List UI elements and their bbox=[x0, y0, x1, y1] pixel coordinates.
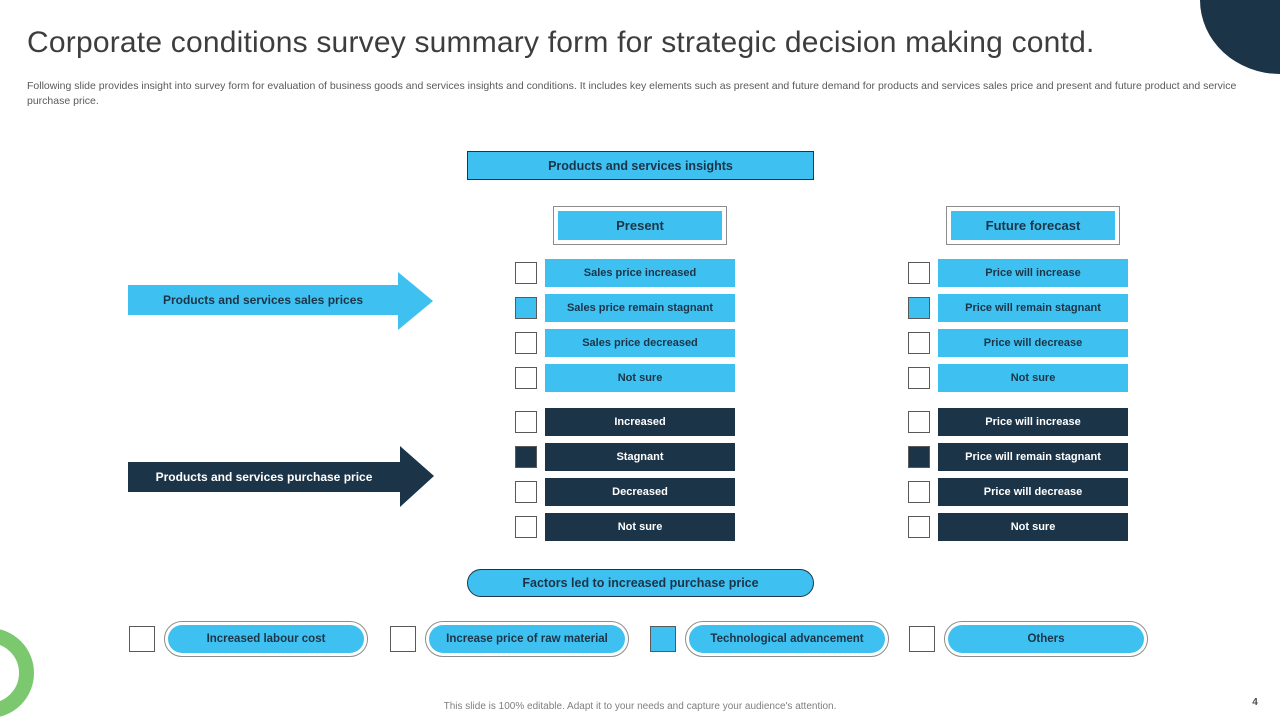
checkbox-sales-future-increase[interactable] bbox=[908, 262, 930, 284]
checkbox-purchase-future-increase[interactable] bbox=[908, 411, 930, 433]
option-label: Price will remain stagnant bbox=[938, 443, 1128, 471]
option-row: Not sure bbox=[908, 364, 1128, 392]
arrow-sales-prices-label: Products and services sales prices bbox=[128, 285, 398, 315]
option-label: Price will increase bbox=[938, 408, 1128, 436]
checkbox-factor-technological-advancement[interactable] bbox=[650, 626, 676, 652]
factor-pill: Increase price of raw material bbox=[425, 621, 629, 657]
page-title: Corporate conditions survey summary form… bbox=[27, 26, 1095, 59]
checkbox-sales-present-stagnant[interactable] bbox=[515, 297, 537, 319]
option-label: Not sure bbox=[545, 513, 735, 541]
option-label: Price will decrease bbox=[938, 329, 1128, 357]
option-label: Decreased bbox=[545, 478, 735, 506]
factor-label: Increased labour cost bbox=[168, 625, 364, 653]
factors-banner: Factors led to increased purchase price bbox=[467, 569, 814, 597]
option-row: Sales price increased bbox=[515, 259, 735, 287]
checkbox-purchase-present-notsure[interactable] bbox=[515, 516, 537, 538]
arrow-head-icon bbox=[400, 446, 434, 507]
option-label: Price will remain stagnant bbox=[938, 294, 1128, 322]
options-sales-future: Price will increase Price will remain st… bbox=[908, 259, 1128, 392]
factor-label: Technological advancement bbox=[689, 625, 885, 653]
corner-decoration bbox=[1200, 0, 1280, 74]
option-row: Stagnant bbox=[515, 443, 735, 471]
factor-others: Others bbox=[909, 621, 1148, 657]
checkbox-purchase-present-decreased[interactable] bbox=[515, 481, 537, 503]
checkbox-sales-present-notsure[interactable] bbox=[515, 367, 537, 389]
option-label: Price will decrease bbox=[938, 478, 1128, 506]
checkbox-sales-present-decreased[interactable] bbox=[515, 332, 537, 354]
checkbox-purchase-future-notsure[interactable] bbox=[908, 516, 930, 538]
option-row: Price will remain stagnant bbox=[908, 443, 1128, 471]
option-row: Sales price remain stagnant bbox=[515, 294, 735, 322]
option-row: Price will decrease bbox=[908, 478, 1128, 506]
option-row: Price will increase bbox=[908, 259, 1128, 287]
checkbox-purchase-present-increased[interactable] bbox=[515, 411, 537, 433]
option-label: Sales price decreased bbox=[545, 329, 735, 357]
checkbox-purchase-future-stagnant[interactable] bbox=[908, 446, 930, 468]
option-label: Not sure bbox=[938, 364, 1128, 392]
option-row: Not sure bbox=[515, 364, 735, 392]
option-label: Sales price increased bbox=[545, 259, 735, 287]
checkbox-sales-future-notsure[interactable] bbox=[908, 367, 930, 389]
checkbox-sales-future-stagnant[interactable] bbox=[908, 297, 930, 319]
checkbox-factor-raw-material[interactable] bbox=[390, 626, 416, 652]
options-purchase-future: Price will increase Price will remain st… bbox=[908, 408, 1128, 541]
column-header-future-label: Future forecast bbox=[951, 211, 1115, 240]
arrow-purchase-price-label: Products and services purchase price bbox=[128, 462, 400, 492]
footer-note: This slide is 100% editable. Adapt it to… bbox=[443, 701, 837, 712]
option-row: Decreased bbox=[515, 478, 735, 506]
checkbox-factor-labour-cost[interactable] bbox=[129, 626, 155, 652]
checkbox-sales-present-increased[interactable] bbox=[515, 262, 537, 284]
option-row: Price will decrease bbox=[908, 329, 1128, 357]
option-row: Not sure bbox=[908, 513, 1128, 541]
column-header-present: Present bbox=[553, 206, 727, 245]
arrow-purchase-price: Products and services purchase price bbox=[128, 446, 434, 507]
factor-pill: Technological advancement bbox=[685, 621, 889, 657]
factor-pill: Others bbox=[944, 621, 1148, 657]
option-row: Sales price decreased bbox=[515, 329, 735, 357]
option-label: Not sure bbox=[938, 513, 1128, 541]
column-header-future: Future forecast bbox=[946, 206, 1120, 245]
checkbox-factor-others[interactable] bbox=[909, 626, 935, 652]
checkbox-purchase-present-stagnant[interactable] bbox=[515, 446, 537, 468]
option-label: Price will increase bbox=[938, 259, 1128, 287]
option-row: Price will remain stagnant bbox=[908, 294, 1128, 322]
factor-raw-material: Increase price of raw material bbox=[390, 621, 629, 657]
factor-label: Others bbox=[948, 625, 1144, 653]
options-purchase-present: Increased Stagnant Decreased Not sure bbox=[515, 408, 735, 541]
factor-technological-advancement: Technological advancement bbox=[650, 621, 889, 657]
option-label: Not sure bbox=[545, 364, 735, 392]
checkbox-sales-future-decrease[interactable] bbox=[908, 332, 930, 354]
arrow-sales-prices: Products and services sales prices bbox=[128, 272, 434, 330]
options-sales-present: Sales price increased Sales price remain… bbox=[515, 259, 735, 392]
factor-label: Increase price of raw material bbox=[429, 625, 625, 653]
arrow-head-icon bbox=[398, 272, 433, 330]
option-label: Stagnant bbox=[545, 443, 735, 471]
factor-labour-cost: Increased labour cost bbox=[129, 621, 368, 657]
option-label: Increased bbox=[545, 408, 735, 436]
option-row: Price will increase bbox=[908, 408, 1128, 436]
column-header-present-label: Present bbox=[558, 211, 722, 240]
insights-banner: Products and services insights bbox=[467, 151, 814, 180]
option-row: Increased bbox=[515, 408, 735, 436]
page-description: Following slide provides insight into su… bbox=[27, 80, 1237, 107]
option-label: Sales price remain stagnant bbox=[545, 294, 735, 322]
page-number: 4 bbox=[1252, 697, 1258, 708]
option-row: Not sure bbox=[515, 513, 735, 541]
factor-pill: Increased labour cost bbox=[164, 621, 368, 657]
checkbox-purchase-future-decrease[interactable] bbox=[908, 481, 930, 503]
